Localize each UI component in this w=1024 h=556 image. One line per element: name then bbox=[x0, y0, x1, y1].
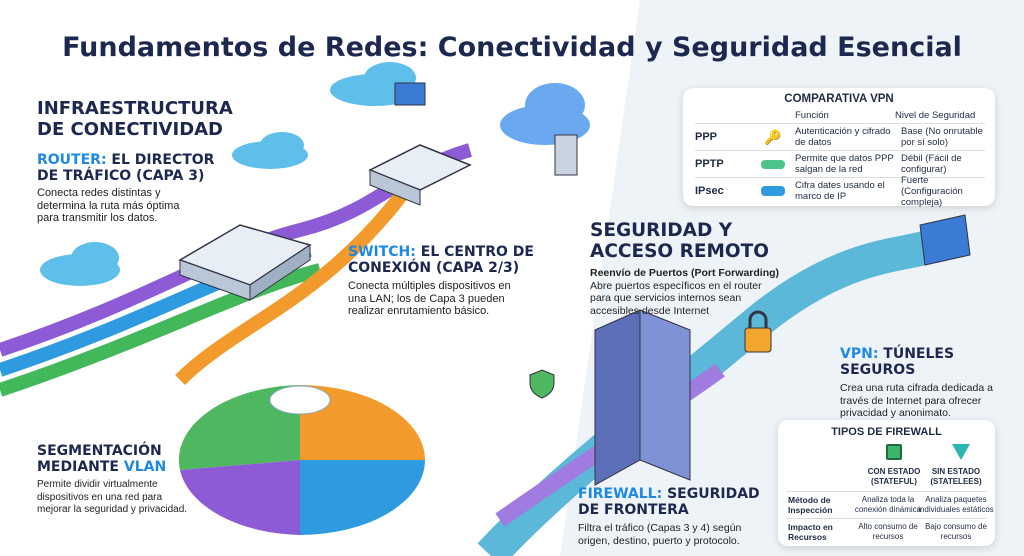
switch-device bbox=[368, 144, 472, 206]
security-body: para que servicios internos sean bbox=[590, 292, 742, 304]
vpn-table-title: COMPARATIVA VPN bbox=[784, 93, 894, 105]
security-body: Abre puertos específicos en el router bbox=[590, 279, 762, 292]
padlock-icon bbox=[744, 310, 772, 353]
port-forwarding-title: Reenvío de Puertos (Port Forwarding) bbox=[590, 267, 780, 279]
shield-icon bbox=[529, 369, 555, 399]
vpn-section: VPN: TÚNELES SEGUROS Crea una ruta cifra… bbox=[840, 346, 1020, 420]
cloud-icon bbox=[232, 132, 308, 169]
firewall-section: FIREWALL: SEGURIDAD DE FRONTERA Filtra e… bbox=[578, 486, 778, 547]
laptop-icon bbox=[394, 82, 426, 106]
fw-table-title: TIPOS DE FIREWALL bbox=[831, 426, 942, 438]
chip-icon bbox=[886, 444, 902, 460]
switch-heading: EL CENTRO DE bbox=[420, 244, 534, 260]
vpn-heading: TÚNELES SEGUROS bbox=[840, 346, 955, 378]
vlan-heading: MEDIANTE bbox=[37, 459, 119, 475]
cloud-icon bbox=[40, 242, 120, 286]
vpn-function: Autenticación y cifrado de datos bbox=[795, 126, 891, 148]
vpn-comparison-table: COMPARATIVA VPN Función Nivel de Segurid… bbox=[683, 88, 995, 208]
vpn-body: través de Internet para ofrecer bbox=[840, 394, 982, 407]
vpn-security: Débil (Fácil de configurar) bbox=[901, 153, 962, 175]
stateful-value: Alto consumo de recursos bbox=[858, 522, 918, 541]
vpn-name: PPP bbox=[695, 131, 718, 143]
row-label: Impacto en Recursos bbox=[788, 522, 833, 542]
vpn-name: IPsec bbox=[695, 185, 724, 197]
col-header-stateful: CON ESTADO (STATEFUL) bbox=[867, 467, 921, 486]
col-header-security: Nivel de Seguridad bbox=[895, 110, 976, 121]
vpn-function: Permite que datos PPP salgan de la red bbox=[795, 153, 894, 175]
router-body: Conecta redes distintas y bbox=[37, 187, 161, 199]
vpn-name: PPTP bbox=[695, 158, 724, 170]
router-device bbox=[178, 224, 312, 301]
col-header-stateless: SIN ESTADO (STATELEES) bbox=[930, 467, 982, 486]
router-heading-line2: DE TRÁFICO (CAPA 3) bbox=[37, 168, 205, 184]
broken-tunnel-icon bbox=[751, 156, 795, 172]
router-heading: EL DIRECTOR bbox=[111, 152, 215, 168]
vpn-row: PPP 🔑 Autenticación y cifrado de datos Base… bbox=[695, 123, 985, 150]
stateful-value: Analiza toda la conexión dinámica bbox=[854, 495, 922, 514]
firewall-types-table: TIPOS DE FIREWALL CON ESTADO (STATEFUL) … bbox=[778, 420, 995, 546]
locked-tunnel-icon bbox=[751, 183, 795, 199]
switch-heading-line2: CONEXIÓN (CAPA 2/3) bbox=[348, 260, 520, 276]
vlan-heading-line1: SEGMENTACIÓN bbox=[37, 443, 162, 459]
vpn-body: privacidad y anonimato. bbox=[840, 407, 951, 419]
router-body: determina la ruta más óptima bbox=[37, 199, 180, 212]
vpn-accent: VPN: bbox=[840, 346, 879, 362]
laptop-icon bbox=[919, 214, 971, 266]
stateless-value: Bajo consumo de recursos bbox=[925, 522, 987, 541]
server-icon bbox=[554, 134, 578, 176]
firewall-heading-line2: DE FRONTERA bbox=[578, 502, 689, 518]
funnel-icon bbox=[952, 444, 970, 460]
switch-body: realizar enrutamiento básico. bbox=[348, 305, 490, 317]
vlan-body: Permite dividir virtualmente bbox=[37, 479, 158, 490]
vlan-body: dispositivos en una red para bbox=[37, 491, 163, 503]
switch-accent: SWITCH: bbox=[348, 244, 416, 260]
vpn-row: PPTP Permite que datos PPP salgan de la r… bbox=[695, 150, 985, 177]
firewall-wall bbox=[594, 309, 691, 486]
router-accent: ROUTER: bbox=[37, 152, 107, 168]
vpn-security: Base (No onrutable por sí solo) bbox=[901, 126, 983, 148]
firewall-heading: SEGURIDAD bbox=[667, 486, 760, 502]
security-body: accesibles desde Internet bbox=[590, 304, 710, 317]
key-icon: 🔑 bbox=[764, 128, 782, 145]
router-body: para transmitir los datos. bbox=[37, 212, 158, 224]
vlan-body: mejorar la seguridad y privacidad. bbox=[37, 504, 188, 515]
row-label: Método de Inspección bbox=[788, 495, 833, 515]
col-header-function: Función bbox=[795, 110, 829, 121]
stateless-value: Analiza paquetes individuales estáticos bbox=[918, 495, 994, 514]
router-section: ROUTER: EL DIRECTOR DE TRÁFICO (CAPA 3) … bbox=[37, 152, 277, 225]
firewall-accent: FIREWALL: bbox=[578, 486, 663, 502]
vpn-row: IPsec Cifra dates usando el marco de IP Fu… bbox=[695, 175, 985, 208]
firewall-body: Filtra el tráfico (Capas 3 y 4) según bbox=[578, 522, 742, 534]
security-heading-line2: ACCESO REMOTO bbox=[590, 241, 769, 262]
firewall-body: origen, destino, puerto y protocolo. bbox=[578, 534, 740, 547]
switch-section: SWITCH: EL CENTRO DE CONEXIÓN (CAPA 2/3)… bbox=[348, 244, 558, 318]
switch-body: Conecta múltiples dispositivos en bbox=[348, 280, 511, 292]
infra-heading-line1: INFRAESTRUCTURA bbox=[37, 98, 233, 119]
vpn-body: Crea una ruta cifrada dedicada a bbox=[840, 382, 993, 394]
vlan-accent: VLAN bbox=[123, 459, 167, 475]
vpn-security: Fuerte (Configuración compleja) bbox=[901, 174, 963, 208]
security-heading-line1: SEGURIDAD Y bbox=[590, 220, 733, 241]
vpn-function: Cifra dates usando el marco de IP bbox=[795, 180, 885, 202]
vlan-segments bbox=[178, 385, 425, 535]
page-title: Fundamentos de Redes: Conectividad y Seg… bbox=[62, 32, 962, 63]
vlan-section: SEGMENTACIÓN MEDIANTE VLAN Permite divid… bbox=[37, 443, 237, 517]
switch-body: una LAN; los de Capa 3 pueden bbox=[348, 292, 505, 305]
infra-heading-line2: DE CONECTIVIDAD bbox=[37, 119, 224, 140]
